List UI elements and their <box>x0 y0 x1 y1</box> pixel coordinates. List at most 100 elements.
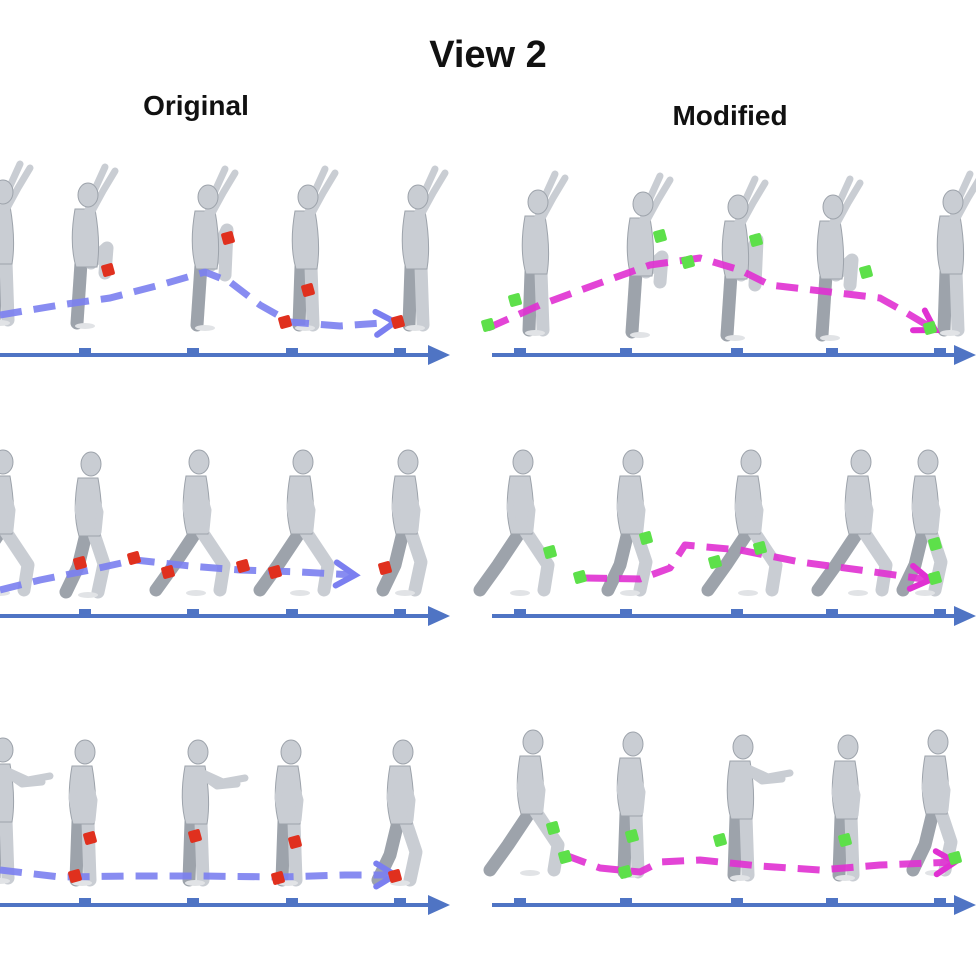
human-figure <box>483 729 565 877</box>
leg <box>617 807 633 879</box>
time-axis-arrowhead <box>954 895 976 915</box>
joint-marker <box>681 255 695 269</box>
torso <box>401 210 430 270</box>
human-figure <box>274 739 304 887</box>
joint-marker <box>278 315 292 329</box>
leg <box>811 525 865 597</box>
trajectory-path <box>0 556 356 594</box>
arm <box>738 763 786 785</box>
leg <box>182 815 198 887</box>
joint-marker <box>618 865 632 879</box>
human-figure <box>253 449 335 597</box>
arm <box>196 478 212 534</box>
time-axis-tick <box>394 348 406 353</box>
arm <box>630 478 646 534</box>
head <box>740 449 762 475</box>
leg <box>625 265 643 339</box>
time-axis-tick <box>286 609 298 614</box>
human-figure <box>473 449 555 597</box>
torso <box>0 205 15 265</box>
arm <box>286 478 298 532</box>
head <box>622 449 644 475</box>
torso <box>626 217 655 277</box>
leg <box>522 265 538 337</box>
time-axis-tick <box>514 348 526 353</box>
arm <box>734 478 746 532</box>
arm <box>87 167 119 217</box>
arm <box>831 763 843 817</box>
arm <box>274 768 286 822</box>
arm <box>845 763 861 819</box>
foot-shadow <box>630 332 650 338</box>
joint-marker <box>161 565 175 579</box>
human-figure <box>625 172 674 339</box>
foot-shadow <box>725 335 745 341</box>
leg <box>519 525 555 597</box>
torso <box>71 208 100 268</box>
head <box>392 739 414 765</box>
human-figure <box>371 739 423 887</box>
time-axis-tick <box>934 898 946 903</box>
human-figure <box>401 165 449 332</box>
arm <box>82 768 98 824</box>
joint-marker <box>928 571 942 585</box>
arm <box>921 758 933 812</box>
joint-marker <box>948 851 962 865</box>
foot-shadow <box>940 330 960 336</box>
time-axis-arrowhead <box>428 345 450 365</box>
joint-marker <box>378 561 392 575</box>
joint-marker <box>639 531 653 545</box>
time-axis-tick <box>79 348 91 353</box>
head <box>0 737 14 763</box>
time-axis-tick <box>286 898 298 903</box>
foot-shadow <box>75 323 95 329</box>
foot-shadow <box>186 590 206 596</box>
time-axis-tick <box>620 609 632 614</box>
human-figure <box>0 160 34 327</box>
foot-shadow <box>0 878 10 884</box>
time-axis-arrowhead <box>428 895 450 915</box>
arm <box>207 169 239 219</box>
human-figure <box>190 165 239 332</box>
head <box>0 179 14 205</box>
arm <box>748 478 764 534</box>
joint-marker <box>928 537 942 551</box>
leg <box>70 256 88 330</box>
time-axis-tick <box>620 898 632 903</box>
leg <box>0 525 35 597</box>
joint-marker <box>391 315 405 329</box>
time-axis-tick <box>731 348 743 353</box>
leg <box>402 260 418 332</box>
time-axis-tick <box>826 348 838 353</box>
time-axis-tick <box>286 348 298 353</box>
human-figure <box>726 734 794 882</box>
leg <box>275 815 291 887</box>
joint-marker <box>236 559 250 573</box>
joint-marker <box>753 541 767 555</box>
time-axis-tick <box>731 898 743 903</box>
head <box>850 449 872 475</box>
torso <box>721 220 750 280</box>
arm <box>0 766 46 788</box>
joint-marker <box>543 545 557 559</box>
arm <box>400 768 416 824</box>
arm <box>307 169 339 219</box>
human-figure <box>0 449 35 597</box>
leg <box>81 815 97 887</box>
human-figure <box>811 449 893 597</box>
foot-shadow <box>848 590 868 596</box>
leg <box>601 525 635 597</box>
joint-marker <box>859 265 873 279</box>
trajectory-path <box>563 851 956 876</box>
arm <box>616 760 628 814</box>
human-figure <box>0 737 54 885</box>
head <box>727 194 749 220</box>
human-figure <box>831 734 861 882</box>
foot-shadow <box>820 335 840 341</box>
foot-shadow <box>510 590 530 596</box>
head <box>197 184 219 210</box>
arm <box>925 478 941 534</box>
leg <box>949 265 965 337</box>
leg <box>195 525 231 597</box>
arm <box>858 478 874 534</box>
